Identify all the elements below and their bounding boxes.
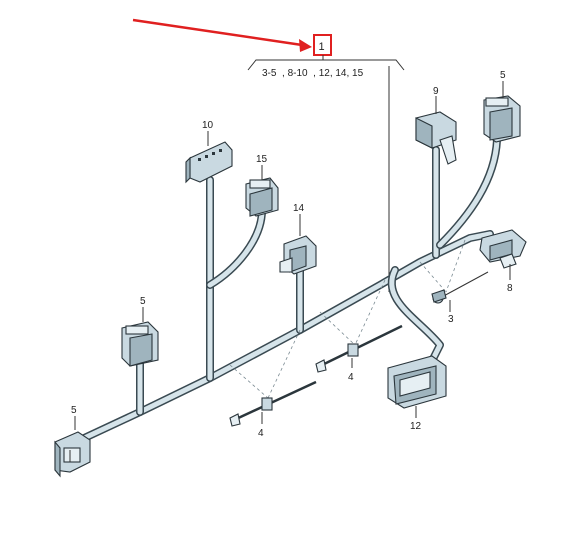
connector-14 [279, 235, 317, 275]
label-8: 8 [507, 283, 513, 294]
harness-main [76, 136, 501, 444]
label-12: 12 [410, 421, 422, 432]
connector-8 [479, 229, 527, 269]
connector-12 [387, 355, 447, 409]
connector-15 [245, 177, 279, 217]
label-14: 14 [293, 203, 305, 214]
clip-4-left [229, 380, 317, 427]
label-5-left-mid: 5 [140, 296, 146, 307]
label-4-left: 4 [258, 428, 264, 439]
callout-bracket [247, 55, 405, 71]
callout-number: 1 [319, 41, 325, 53]
red-arrow-icon [132, 18, 312, 52]
connector-10 [185, 141, 233, 184]
label-9: 9 [433, 86, 439, 97]
label-5-top-right: 5 [500, 70, 506, 81]
connector-5-top-right [483, 95, 521, 143]
label-3: 3 [448, 314, 454, 325]
label-leaders [74, 81, 511, 430]
connector-5-left-bottom [54, 431, 91, 478]
label-5-left-bottom: 5 [71, 405, 77, 416]
label-4-right: 4 [348, 372, 354, 383]
connector-9 [415, 111, 457, 165]
clip-3 [431, 271, 489, 304]
label-15: 15 [256, 154, 268, 165]
clip-4-right [315, 324, 403, 373]
connector-5-left-mid [121, 321, 159, 367]
dashed-guides [229, 239, 466, 399]
label-10: 10 [202, 120, 214, 131]
callout-range: 3-5 , 8-10 , 12, 14, 15 [262, 68, 364, 79]
